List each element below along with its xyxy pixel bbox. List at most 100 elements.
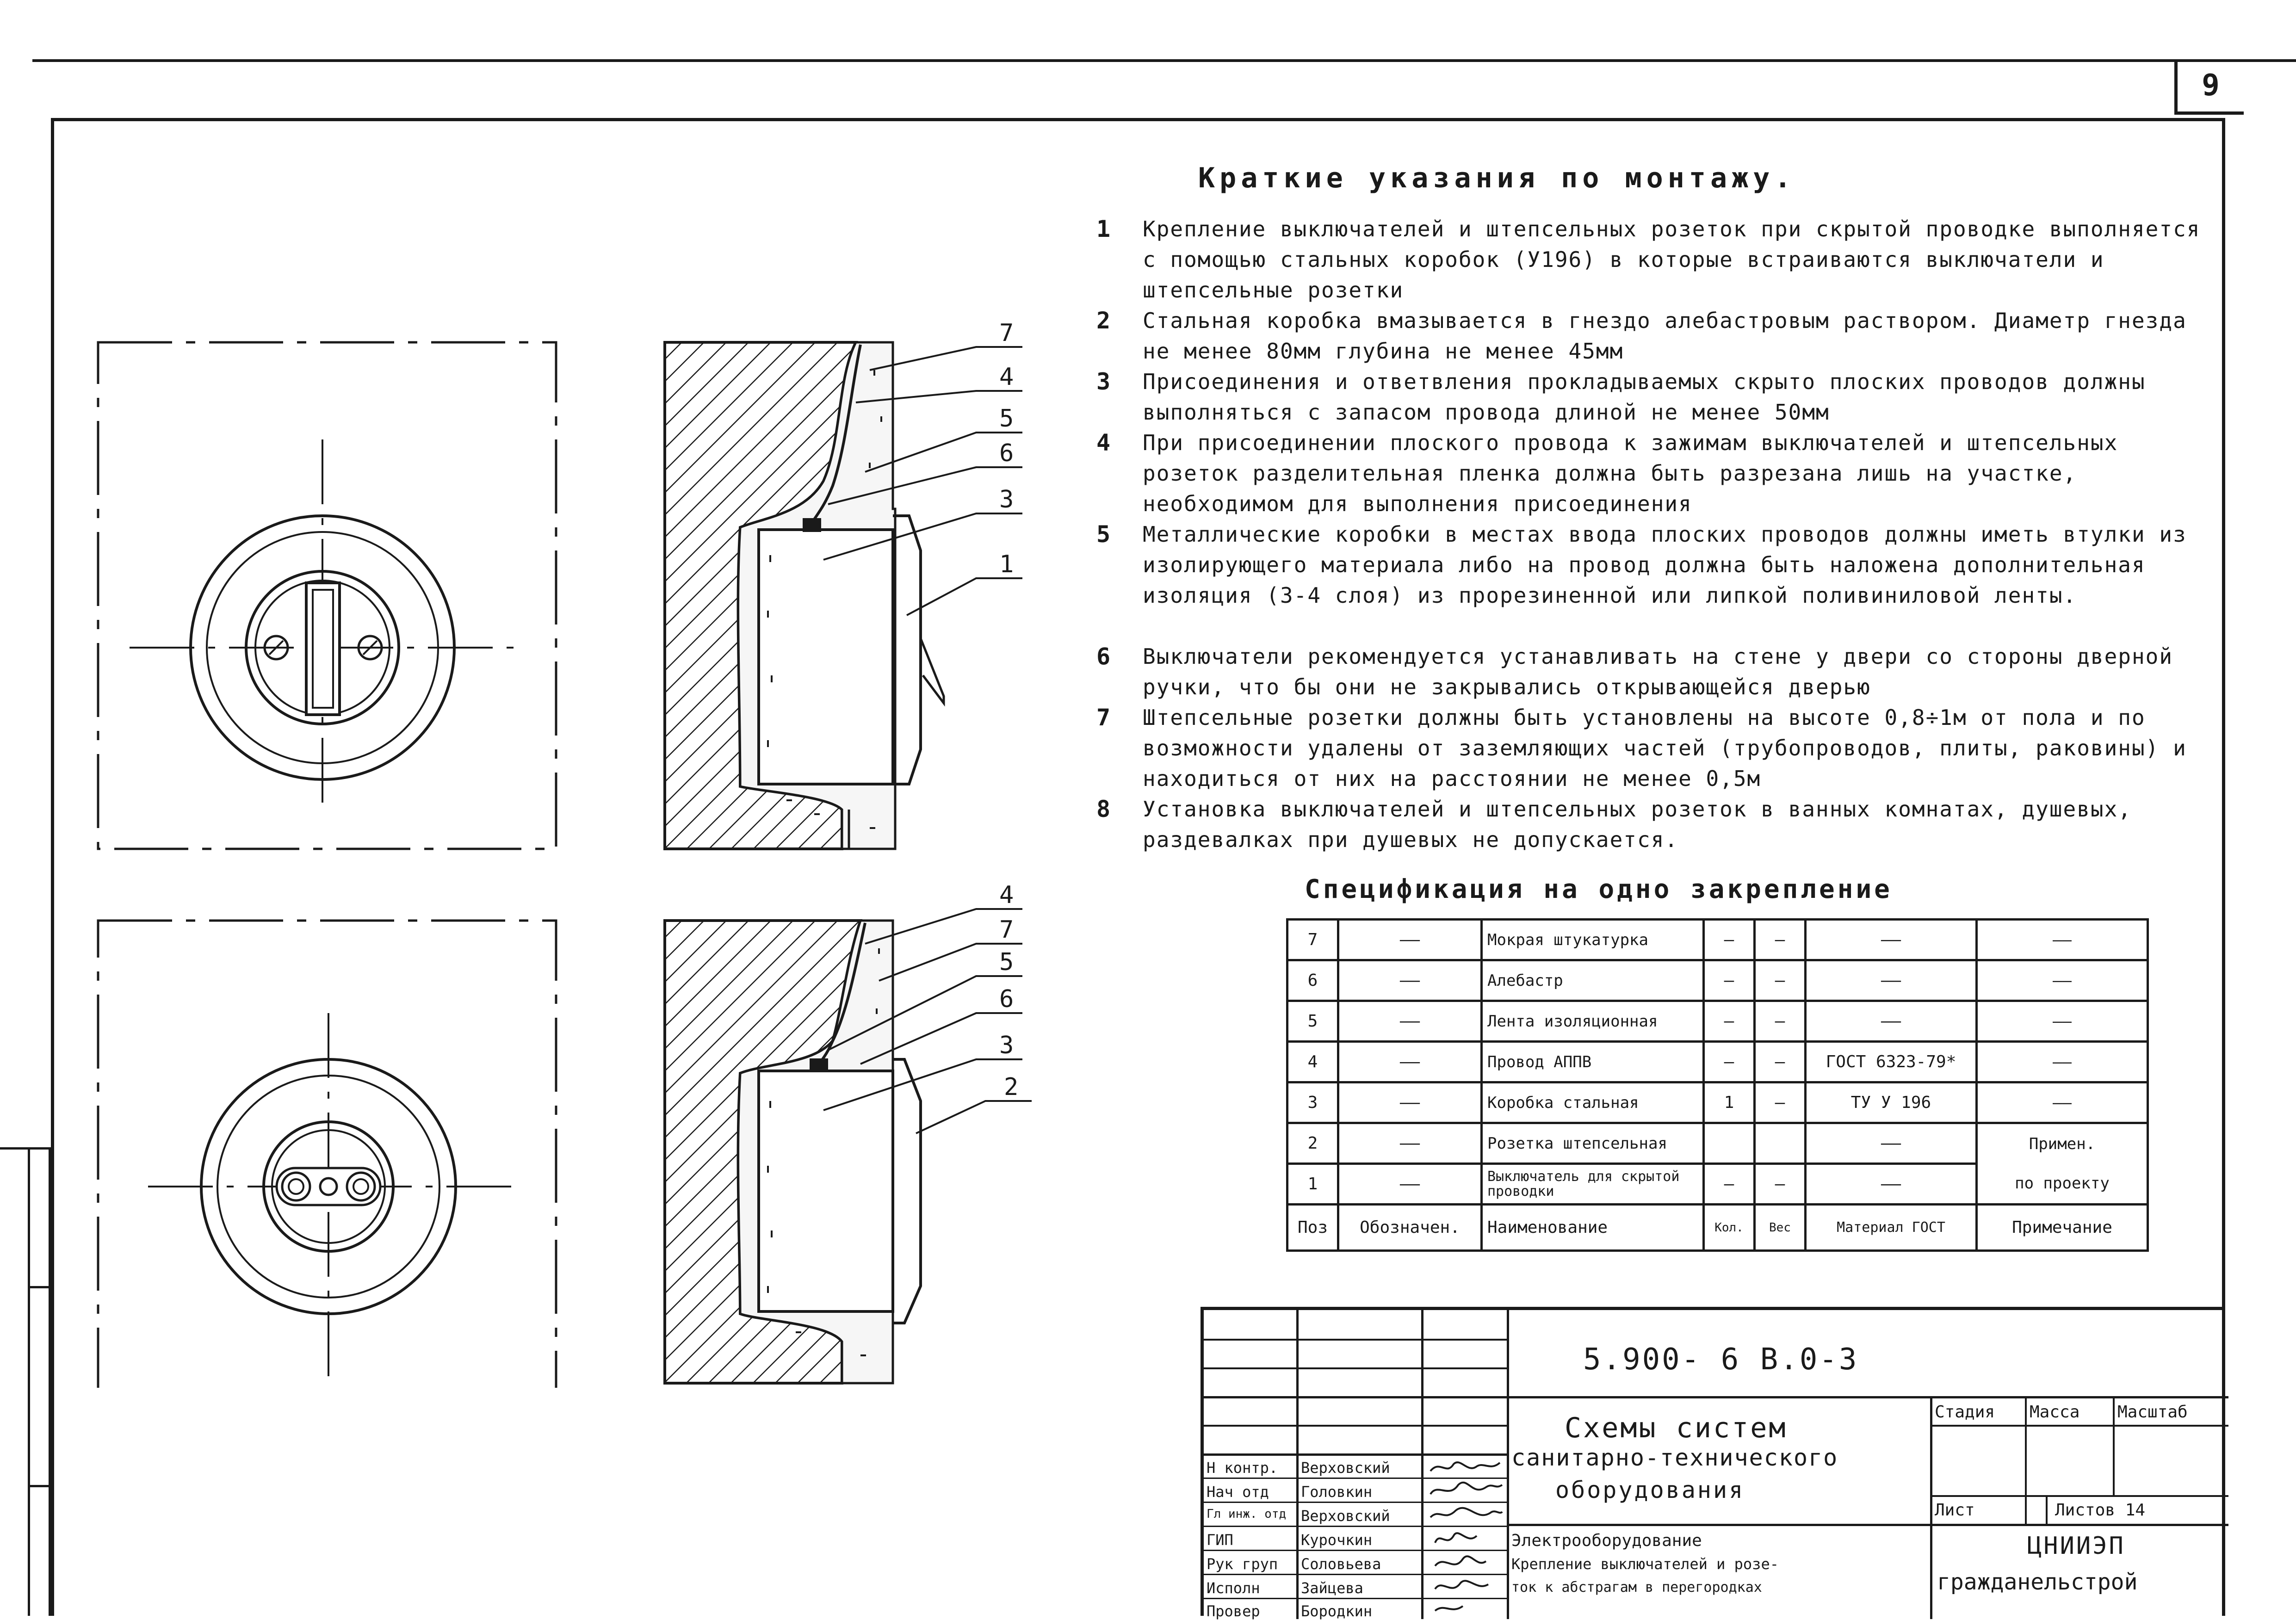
notes-title: Краткие указания по монтажу. xyxy=(1198,162,1796,194)
table-row: 3 —— Коробка стальная 1 — ТУ У 196 —— xyxy=(1286,1081,2149,1124)
table-cell: — xyxy=(1702,1162,1756,1206)
note-item: 5 Металлические коробки в местах ввода п… xyxy=(1096,519,2225,611)
table-cell: по проекту xyxy=(1975,1163,2149,1206)
table-cell: ТУ У 196 xyxy=(1804,1081,1978,1124)
note-text: Металлические коробки в местах ввода пло… xyxy=(1143,522,2187,608)
note-number: 1 xyxy=(1096,216,1112,242)
signatory-name: Курочкин xyxy=(1301,1531,1373,1549)
note-text: Присоединения и ответвления прокладываем… xyxy=(1143,369,2146,425)
callout-bottom-6: 6 xyxy=(999,985,1014,1013)
table-cell: —— xyxy=(1804,959,1978,1002)
table-cell: —— xyxy=(1804,918,1978,961)
signatory-role: Нач отд xyxy=(1207,1483,1269,1501)
note-text: Крепление выключателей и штепсельных роз… xyxy=(1143,216,2201,303)
spec-title: Спецификация на одно закрепление xyxy=(1305,874,1893,904)
signatures xyxy=(1430,1461,1503,1612)
signatory-role: Провер xyxy=(1207,1602,1260,1620)
signatory-name: Зайцева xyxy=(1301,1579,1363,1597)
sheet-label: Лист xyxy=(1935,1501,1975,1520)
table-cell: —— xyxy=(1337,1162,1483,1206)
table-cell: —— xyxy=(1975,959,2149,1002)
column-header: Кол. xyxy=(1702,1203,1756,1252)
callout-top-1: 1 xyxy=(999,550,1014,578)
table-cell xyxy=(1702,1122,1756,1165)
socket-front-view xyxy=(97,919,557,1388)
callout-bottom-7: 7 xyxy=(999,916,1014,944)
note-item: 8 Установка выключателей и штепсельных р… xyxy=(1096,794,2225,855)
signatory-name: Бородкин xyxy=(1301,1602,1373,1620)
note-item: 3 Присоединения и ответвления прокладыва… xyxy=(1096,366,2225,427)
switch-front-view xyxy=(97,341,557,850)
table-cell: Примен. xyxy=(1975,1122,2149,1164)
note-number: 7 xyxy=(1096,704,1112,731)
table-cell: —— xyxy=(1337,1081,1483,1124)
table-cell: —— xyxy=(1337,959,1483,1002)
drawings xyxy=(97,341,1032,1388)
column-header: Примечание xyxy=(1975,1203,2149,1252)
callout-bottom-4: 4 xyxy=(999,881,1014,909)
stamp-subtitle-line: ток к абстрагам в перегородках xyxy=(1511,1579,1762,1595)
table-cell: — xyxy=(1702,1040,1756,1083)
document-code: 5.900- 6 В.0-3 xyxy=(1583,1342,1859,1377)
note-number: 8 xyxy=(1096,796,1112,822)
sheets-label: Листов 14 xyxy=(2055,1501,2146,1520)
table-cell: — xyxy=(1753,959,1807,1002)
column-header: Наименование xyxy=(1480,1203,1705,1252)
note-text: При присоединении плоского провода к заж… xyxy=(1143,430,2118,516)
table-cell: —— xyxy=(1337,1040,1483,1083)
table-cell: 4 xyxy=(1286,1040,1339,1083)
signatory-name: Верховский xyxy=(1301,1459,1390,1477)
table-cell: 6 xyxy=(1286,959,1339,1002)
table-cell: — xyxy=(1702,918,1756,961)
signatory-role: Гл инж. отд xyxy=(1207,1507,1287,1521)
table-cell: — xyxy=(1753,1000,1807,1043)
table-cell: —— xyxy=(1337,1000,1483,1043)
table-cell: 1 xyxy=(1286,1162,1339,1206)
table-cell: 7 xyxy=(1286,918,1339,961)
note-number: 5 xyxy=(1096,521,1112,548)
table-row: 2 —— Розетка штепсельная —— Примен. xyxy=(1286,1122,2149,1165)
table-cell: — xyxy=(1702,959,1756,1002)
signatory-role: Рук груп xyxy=(1207,1555,1278,1573)
note-number: 6 xyxy=(1096,643,1112,670)
spec-table: 7 —— Мокрая штукатурка — — —— —— 6 —— Ал… xyxy=(1286,918,2149,1252)
signatory-name: Головкин xyxy=(1301,1483,1373,1501)
table-cell: —— xyxy=(1975,1000,2149,1043)
note-number: 4 xyxy=(1096,429,1112,456)
stamp-title-line: Схемы систем xyxy=(1565,1412,1788,1444)
callout-bottom-5: 5 xyxy=(999,948,1014,976)
note-item: 6 Выключатели рекомендуется устанавливат… xyxy=(1096,641,2225,702)
table-cell: 2 xyxy=(1286,1122,1339,1165)
table-cell: Коробка стальная xyxy=(1480,1081,1705,1124)
callout-bottom-2: 2 xyxy=(1004,1073,1019,1101)
table-cell: Провод АППВ xyxy=(1480,1040,1705,1083)
title-block: 5.900- 6 В.0-3 Схемы систем санитарно-те… xyxy=(1201,1307,2228,1620)
table-row: 7 —— Мокрая штукатурка — — —— —— xyxy=(1286,918,2149,961)
table-cell: Мокрая штукатурка xyxy=(1480,918,1705,961)
page-number: 9 xyxy=(2174,59,2244,115)
table-cell: — xyxy=(1753,1040,1807,1083)
table-cell: —— xyxy=(1804,1122,1978,1165)
note-text: Выключатели рекомендуется устанавливать … xyxy=(1143,644,2173,699)
note-number: 2 xyxy=(1096,307,1112,334)
sheet-border xyxy=(51,118,2225,1616)
note-text: Стальная коробка вмазывается в гнездо ал… xyxy=(1143,308,2187,364)
note-number: 3 xyxy=(1096,368,1112,395)
table-row: 5 —— Лента изоляционная — — —— —— xyxy=(1286,1000,2149,1043)
table-cell: Выключатель для скрытой проводки xyxy=(1480,1162,1705,1206)
table-cell: —— xyxy=(1975,1040,2149,1083)
table-cell: Розетка штепсельная xyxy=(1480,1122,1705,1165)
signatory-role: Н контр. xyxy=(1207,1459,1278,1477)
callout-top-4: 4 xyxy=(999,363,1014,391)
table-row: 6 —— Алебастр — — —— —— xyxy=(1286,959,2149,1002)
organization-line: ЦНИИЭП xyxy=(2027,1532,2125,1560)
note-item: 7 Штепсельные розетки должны быть устано… xyxy=(1096,702,2225,794)
table-cell: —— xyxy=(1975,1081,2149,1124)
stamp-title-line: санитарно-технического xyxy=(1511,1444,1838,1471)
callout-top-6: 6 xyxy=(999,439,1014,467)
table-cell: — xyxy=(1702,1000,1756,1043)
table-cell: 3 xyxy=(1286,1081,1339,1124)
column-header: Вес xyxy=(1753,1203,1807,1252)
table-cell: —— xyxy=(1804,1000,1978,1043)
note-item: 4 При присоединении плоского провода к з… xyxy=(1096,427,2225,519)
